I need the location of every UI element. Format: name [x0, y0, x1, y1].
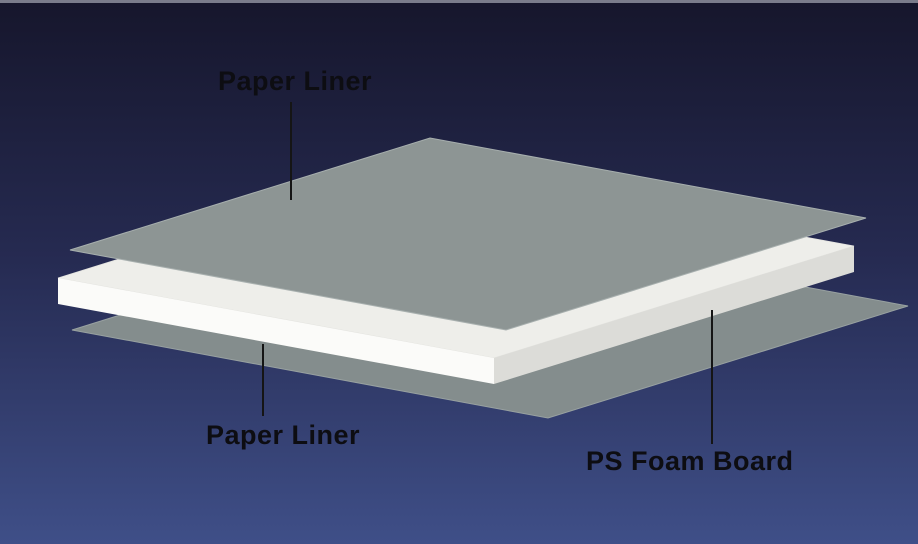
- foam-board-label: PS Foam Board: [586, 446, 794, 476]
- bottom-liner-label: Paper Liner: [206, 420, 361, 450]
- foam-board-right-face: [494, 246, 854, 384]
- top-paper-liner-sheet: [69, 137, 867, 331]
- top-liner-label: Paper Liner: [218, 66, 373, 96]
- foam-board-front-face: [58, 278, 494, 384]
